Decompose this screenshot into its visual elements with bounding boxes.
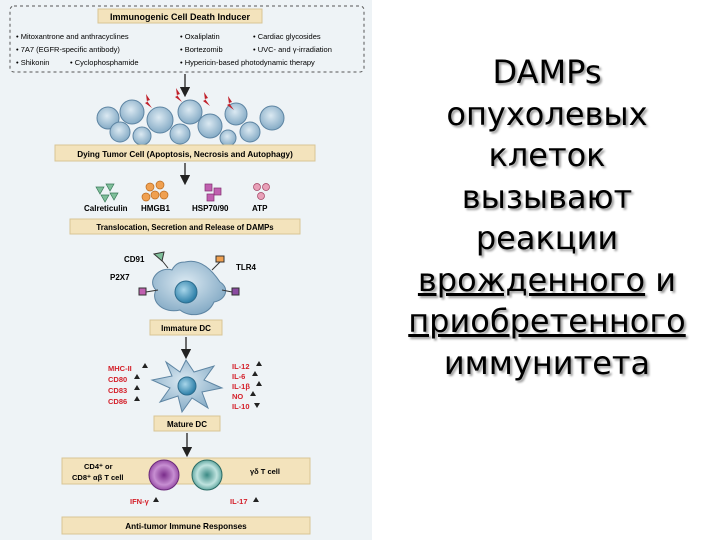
marker-label: MHC-II <box>108 364 132 373</box>
ab-t-cell-icon <box>148 459 180 491</box>
gd-t-cell-icon <box>191 459 223 491</box>
p2x7-label: P2X7 <box>110 273 130 282</box>
translocation-label: Translocation, Secretion and Release of … <box>96 223 274 232</box>
caption-line: DAMPs <box>492 53 602 91</box>
inducer-item: • Cardiac glycosides <box>253 32 321 41</box>
immature-dc-label: Immature DC <box>161 324 211 333</box>
ab-t-cell-label: CD4⁺ or <box>84 462 113 471</box>
marker-label: CD86 <box>108 397 127 406</box>
atp-label: ATP <box>252 204 268 213</box>
caption-line: клеток <box>488 136 606 174</box>
inducer-item: • Oxaliplatin <box>180 32 220 41</box>
cytokine-label: IL-10 <box>232 402 250 411</box>
hmgb1-label: HMGB1 <box>141 204 170 213</box>
calreticulin-label: Calreticulin <box>84 204 128 213</box>
hmgb1-icon <box>141 180 169 202</box>
tlr4-label: TLR4 <box>236 263 257 272</box>
hsp-label: HSP70/90 <box>192 204 229 213</box>
cytokine-label: IL-6 <box>232 372 245 381</box>
dying-cell-box <box>54 144 316 162</box>
damage-bolt-icon <box>145 88 234 110</box>
inducer-title: Immunogenic Cell Death Inducer <box>110 12 251 22</box>
inducer-item: • Shikonin <box>16 58 49 67</box>
inducer-item: • 7A7 (EGFR-specific antibody) <box>16 45 120 54</box>
up-arrow-icon <box>153 497 159 502</box>
ab-t-cell-label: CD8⁺ αβ T cell <box>72 473 124 482</box>
caption-line: опухолевых <box>446 94 648 133</box>
translocation-box <box>69 218 301 235</box>
inducer-item: • Hypericin-based photodynamic therapy <box>180 58 315 67</box>
inducer-box <box>9 5 365 73</box>
icd-pathway-figure: Immunogenic Cell Death Inducer • Mitoxan… <box>0 0 372 540</box>
up-arrow-icon <box>253 497 259 502</box>
adaptive-word: приобретенного <box>408 302 686 340</box>
cytokine-label: IL-1β <box>232 382 250 391</box>
mature-dc-box <box>153 415 221 432</box>
atp-icon <box>253 183 270 200</box>
immature-dc-box <box>149 319 223 336</box>
immature-dc-icon <box>152 260 227 316</box>
final-label: Anti-tumor Immune Responses <box>125 522 247 531</box>
final-box <box>61 516 311 535</box>
caption-line: врожденного и <box>392 260 702 302</box>
cd91-label: CD91 <box>124 255 145 264</box>
gd-t-cell-label: γδ T cell <box>250 467 280 476</box>
cytokine-label: IL-12 <box>232 362 250 371</box>
inducer-item: • UVC- and γ-irradiation <box>253 45 332 54</box>
receptor-icon <box>138 251 240 296</box>
inducer-item: • Bortezomib <box>180 45 223 54</box>
mature-dc-icon <box>150 359 224 414</box>
inducer-item: • Mitoxantrone and anthracyclines <box>16 32 129 41</box>
dying-cell-label: Dying Tumor Cell (Apoptosis, Necrosis an… <box>77 150 293 159</box>
cytokine-label: NO <box>232 392 243 401</box>
caption-line: вызывают <box>461 177 633 216</box>
and-word: и <box>645 260 677 299</box>
il17-label: IL-17 <box>230 497 248 506</box>
caption-line: иммунитета <box>443 343 651 382</box>
down-arrow-icon <box>254 403 260 408</box>
inducer-item: • Cyclophosphamide <box>70 58 139 67</box>
slide-caption: DAMPs опухолевых клеток вызывают реакции… <box>392 52 702 384</box>
calreticulin-icon <box>95 183 119 203</box>
mature-dc-label: Mature DC <box>167 420 207 429</box>
hsp-icon <box>204 183 222 202</box>
marker-label: CD83 <box>108 386 127 395</box>
ifn-label: IFN-γ <box>130 497 150 506</box>
marker-label: CD80 <box>108 375 127 384</box>
up-arrow-icon <box>134 361 262 401</box>
caption-line: реакции <box>475 219 619 257</box>
tumor-cell-cluster <box>96 99 285 147</box>
innate-word: врожденного <box>417 260 646 299</box>
inducer-title-box <box>97 8 263 24</box>
t-cell-box <box>61 457 311 485</box>
